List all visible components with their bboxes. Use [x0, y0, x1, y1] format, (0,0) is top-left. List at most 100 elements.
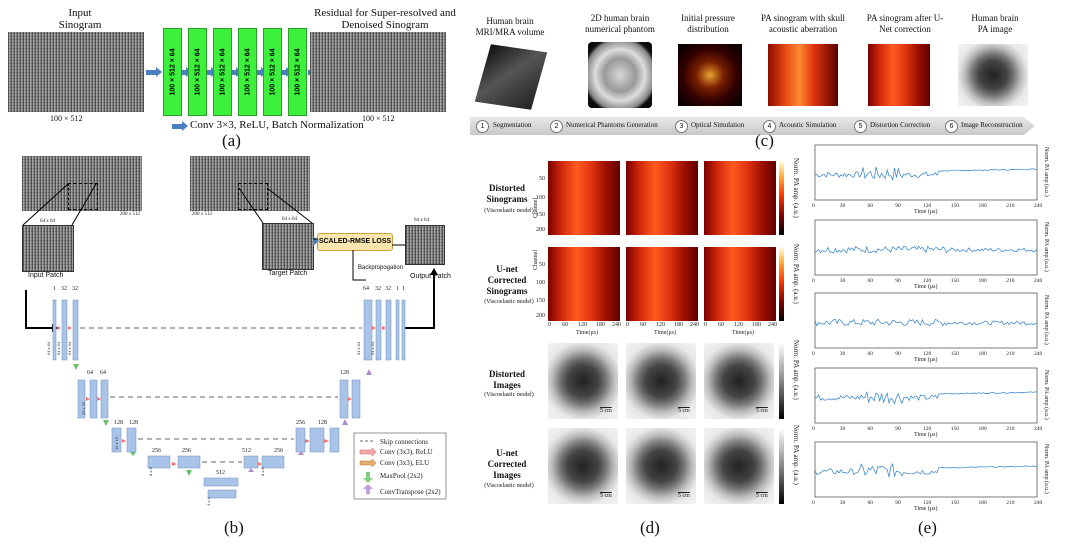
- d-row-2-sub: (Viscoelastic model): [484, 299, 534, 305]
- d-xlabel-1: Time(μs): [576, 330, 598, 336]
- ch-256b: 256: [182, 448, 191, 454]
- zoom-lines-mid: [238, 187, 313, 224]
- svg-text:16 x 16: 16 x 16: [114, 436, 119, 450]
- svg-text:64 x 64: 64 x 64: [56, 341, 61, 355]
- legend-maxpool: MaxPool (2x2): [380, 472, 423, 480]
- e-ylabel: Norm. PA amp (a.u.): [1043, 222, 1050, 272]
- ch-128b: 128: [129, 420, 138, 426]
- ch-512-up: 512: [242, 448, 251, 454]
- e-xtick: 180: [979, 500, 988, 506]
- block-4: 100 × 512 × 64: [238, 28, 257, 116]
- panel-d-label: (d): [640, 518, 660, 537]
- svg-text:64 x 64: 64 x 64: [46, 341, 51, 355]
- e-trace-5: [814, 463, 1038, 478]
- step-2: 2: [550, 120, 563, 133]
- svg-text:32 x 32: 32 x 32: [81, 401, 86, 415]
- output-sinogram-title: Residual for Super-resolved and Denoised…: [314, 7, 456, 31]
- e-xtick: 90: [895, 426, 901, 432]
- step-label-5: Distortion Correction: [870, 121, 931, 129]
- arrow-5: [282, 67, 292, 77]
- numerical-phantom-image: [588, 42, 652, 108]
- arrow-2: [207, 67, 217, 77]
- d-cbar-2: [779, 247, 784, 321]
- e-ylabel: Norm. PA amp (a.u.): [1043, 147, 1050, 197]
- d-row-4-title: U-net Corrected Images: [487, 448, 527, 480]
- e-ylabel: Norm. PA amp (a.u.): [1043, 370, 1050, 420]
- panel-b-label: (b): [224, 518, 244, 537]
- e-xlabel: Time (μs): [914, 283, 938, 290]
- d-row-2-title: U-net Corrected Sinograms: [486, 264, 528, 296]
- svg-text:64 x 64: 64 x 64: [370, 341, 375, 355]
- d-xtick-e: 240: [612, 322, 621, 328]
- ch-64a: 64: [87, 370, 93, 376]
- legend-skip: Skip connections: [380, 438, 429, 446]
- e-xtick: 120: [923, 500, 932, 506]
- d-row-1-title: Distorted Sinograms: [486, 183, 528, 204]
- e-trace-2: [814, 245, 1038, 254]
- ch-128-up: 128: [340, 370, 349, 376]
- d-ytick-2c: 150: [536, 298, 545, 304]
- ch-32-out-a: 32: [375, 286, 381, 292]
- block-1: 100 × 512 × 64: [163, 28, 182, 116]
- e-xtick: 210: [1006, 203, 1015, 209]
- e-xtick: 240: [1034, 351, 1043, 357]
- e-xtick: 180: [979, 278, 988, 284]
- ch-128-up2: 128: [318, 420, 327, 426]
- d-row-3-title: Distorted Images: [489, 369, 525, 390]
- d-scale-4-3: 5 cm: [756, 493, 768, 499]
- ch-1: 1: [53, 286, 56, 292]
- d-ylabel-1: Channel: [533, 250, 539, 270]
- c-title-1: Human brain MRI/MRA volume: [475, 16, 545, 37]
- crop-box-left: [68, 183, 98, 210]
- d-scale-3-3: 5 cm: [756, 408, 768, 414]
- ch-256-up: 256: [296, 420, 305, 426]
- d-xtick-l: 60: [718, 322, 724, 328]
- e-xtick: 30: [840, 278, 846, 284]
- e-ylabel: Norm. PA amp (a.u.): [1043, 444, 1050, 494]
- e-xtick: 240: [1034, 426, 1043, 432]
- mid-size: 200 x 512: [192, 212, 212, 217]
- e-xtick: 240: [1034, 278, 1043, 284]
- d-img-3-2: [626, 343, 696, 419]
- d-cbar-label-2: Norm. PA amp. (a.u.): [792, 244, 800, 304]
- e-xtick: 0: [812, 351, 815, 357]
- block-3: 100 × 512 × 64: [213, 28, 232, 116]
- patch-size-2: 64 x 64: [282, 217, 297, 222]
- input-patch-image: [22, 225, 74, 272]
- e-xtick: 60: [868, 278, 874, 284]
- d-xtick-m: 120: [734, 322, 743, 328]
- d-sino-2-3: [704, 247, 776, 321]
- e-xtick: 30: [840, 203, 846, 209]
- e-trace-3: [814, 318, 1038, 327]
- e-xtick: 210: [1006, 278, 1015, 284]
- step-6: 6: [945, 120, 958, 133]
- e-xtick: 150: [951, 278, 960, 284]
- block-2: 100 × 512 × 64: [188, 28, 207, 116]
- e-axes-4: [814, 367, 1038, 424]
- step-label-4: Acoustic Simulation: [779, 121, 837, 129]
- e-xtick: 90: [895, 278, 901, 284]
- e-xtick: 90: [895, 351, 901, 357]
- d-xtick-h: 120: [656, 322, 665, 328]
- e-xtick: 180: [979, 203, 988, 209]
- d-cbar-label-3: Norm. PA amp. (a.u.): [792, 340, 800, 400]
- d-scale-3-1: 5 cm: [600, 408, 612, 414]
- d-cbar-3: [779, 343, 784, 419]
- svg-text:64 x 64: 64 x 64: [67, 341, 72, 355]
- e-xtick: 150: [951, 351, 960, 357]
- d-img-4-3: [704, 428, 774, 504]
- block-6: 100 × 512 × 64: [288, 28, 307, 116]
- target-patch-label: Target Patch: [268, 270, 308, 277]
- e-xtick: 120: [923, 351, 932, 357]
- pipeline-bar: [470, 117, 1035, 135]
- e-xtick: 60: [868, 500, 874, 506]
- legend-conv-relu: Conv (3x3), ReLU: [380, 448, 433, 456]
- d-xtick-d: 180: [596, 322, 605, 328]
- d-xtick-o: 240: [768, 322, 777, 328]
- step-label-6: Image Reconstruction: [961, 121, 1023, 129]
- legend-convtranspose: ConvTranspose (2x2): [380, 488, 441, 496]
- d-img-4-1: [548, 428, 618, 504]
- e-xtick: 0: [812, 426, 815, 432]
